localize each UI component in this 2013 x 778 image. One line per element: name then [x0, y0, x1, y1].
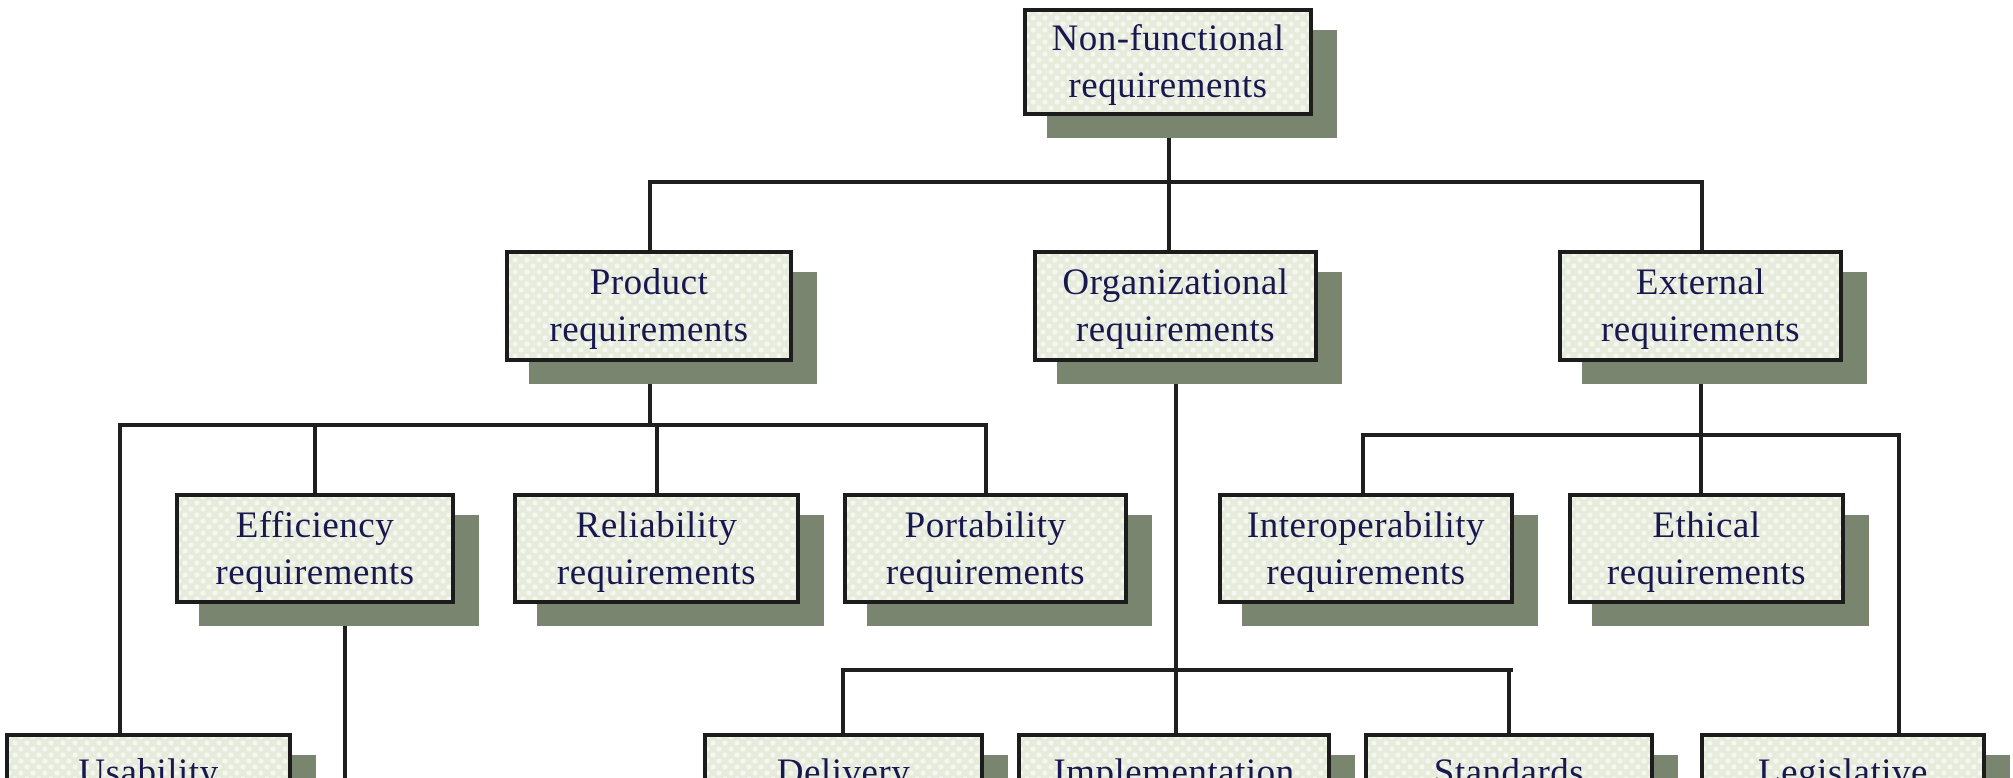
- node-label-line1: Product: [589, 262, 709, 303]
- node-label-line2: requirements: [556, 551, 757, 593]
- node-label-line2: requirements: [215, 551, 415, 593]
- connector-drop-reliability: [655, 423, 659, 493]
- node-label-line2: requirements: [549, 309, 749, 350]
- connector-external-children-horizontal: [1361, 433, 1901, 437]
- connector-drop-usability: [118, 423, 122, 733]
- node-label-line1: Delivery: [776, 752, 911, 778]
- node-label-line2: requirements: [1075, 309, 1276, 350]
- connector-drop-efficiency: [313, 423, 317, 493]
- node-label-line2: requirements: [885, 551, 1086, 593]
- node-interoperability-requirements: Interoperability requirements: [1218, 493, 1514, 604]
- node-standards: Standards: [1364, 733, 1654, 778]
- node-label-line1: Ethical: [1652, 504, 1761, 546]
- connector-drop-portability: [984, 423, 988, 493]
- node-efficiency-requirements: Efficiency requirements: [175, 493, 455, 604]
- connector-efficiency-children-vertical: [343, 604, 347, 778]
- connector-organizational-vertical: [1174, 360, 1178, 733]
- connector-drop-standards: [1507, 668, 1511, 733]
- node-label-line1: External: [1635, 262, 1766, 303]
- node-label-line1: Implementation: [1053, 752, 1295, 778]
- node-label-line2: requirements: [1600, 309, 1801, 350]
- connector-drop-external: [1700, 180, 1704, 250]
- node-product-requirements: Product requirements: [505, 250, 793, 362]
- node-usability: Usability: [5, 733, 292, 778]
- node-label-line1: Portability: [904, 504, 1067, 546]
- node-ethical-requirements: Ethical requirements: [1568, 493, 1845, 604]
- connector-product-children-horizontal: [118, 423, 988, 427]
- node-label-line1: Usability: [78, 752, 219, 778]
- connector-drop-product: [648, 180, 652, 250]
- connector-drop-delivery: [841, 668, 845, 733]
- connector-level2-horizontal: [648, 180, 1704, 184]
- node-non-functional-requirements: Non-functional requirements: [1023, 8, 1313, 116]
- node-external-requirements: External requirements: [1558, 250, 1843, 362]
- node-label-line1: Efficiency: [235, 504, 395, 546]
- node-label-line2: requirements: [1266, 551, 1466, 593]
- node-label-line1: Interoperability: [1246, 504, 1486, 546]
- connector-external-vertical: [1699, 360, 1703, 493]
- node-delivery: Delivery: [703, 733, 984, 778]
- node-label-line1: Organizational: [1062, 262, 1289, 303]
- node-label-line1: Non-functional: [1051, 18, 1285, 59]
- node-legislative: Legislative: [1700, 733, 1986, 778]
- node-reliability-requirements: Reliability requirements: [513, 493, 800, 604]
- node-label-line1: Standards: [1433, 752, 1585, 778]
- node-portability-requirements: Portability requirements: [843, 493, 1128, 604]
- node-label-line2: requirements: [1606, 551, 1807, 593]
- connector-organizational-children-horizontal: [841, 668, 1513, 672]
- node-organizational-requirements: Organizational requirements: [1033, 250, 1318, 362]
- connector-drop-legislative: [1897, 433, 1901, 733]
- connector-product-vertical: [648, 360, 652, 425]
- node-label-line1: Reliability: [575, 504, 738, 546]
- node-label-line2: requirements: [1068, 65, 1268, 106]
- node-label-line1: Legislative: [1758, 752, 1928, 778]
- connector-drop-interoperability: [1361, 433, 1365, 493]
- node-implementation: Implementation: [1017, 733, 1331, 778]
